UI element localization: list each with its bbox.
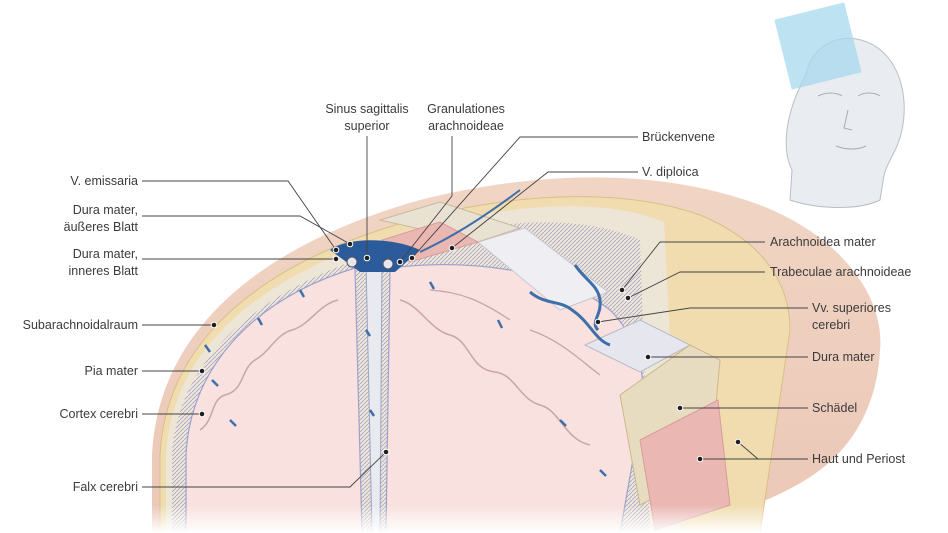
- label-trabeculae: Trabeculae arachnoideae: [770, 265, 911, 279]
- head-orientation-icon: [774, 2, 904, 207]
- label-pia-mater: Pia mater: [85, 364, 139, 378]
- label-schaedel: Schädel: [812, 401, 857, 415]
- label-vv-superiores-line2: cerebri: [812, 318, 850, 332]
- label-granulationes-line1: Granulationes: [427, 102, 505, 116]
- label-brueckenvene: Brückenvene: [642, 130, 715, 144]
- label-dura-aeusseres-line2: äußeres Blatt: [64, 220, 139, 234]
- label-dura-inneres-line2: inneres Blatt: [69, 264, 139, 278]
- label-v-emissaria: V. emissaria: [70, 174, 138, 188]
- label-vv-superiores-line1: Vv. superiores: [812, 301, 891, 315]
- label-dura-aeusseres-line1: Dura mater,: [73, 203, 138, 217]
- label-subarachnoidalraum: Subarachnoidalraum: [23, 318, 138, 332]
- label-v-diploica: V. diploica: [642, 165, 699, 179]
- label-dura-mater: Dura mater: [812, 350, 875, 364]
- section-layers: [150, 177, 880, 533]
- label-haut-periost: Haut und Periost: [812, 452, 906, 466]
- label-sinus-sagittalis-line1: Sinus sagittalis: [325, 102, 408, 116]
- label-sinus-sagittalis-line2: superior: [344, 119, 389, 133]
- label-arachnoidea-mater: Arachnoidea mater: [770, 235, 876, 249]
- label-cortex-cerebri: Cortex cerebri: [60, 407, 139, 421]
- label-falx-cerebri: Falx cerebri: [73, 480, 138, 494]
- label-granulationes-line2: arachnoideae: [428, 119, 504, 133]
- label-dura-inneres-line1: Dura mater,: [73, 247, 138, 261]
